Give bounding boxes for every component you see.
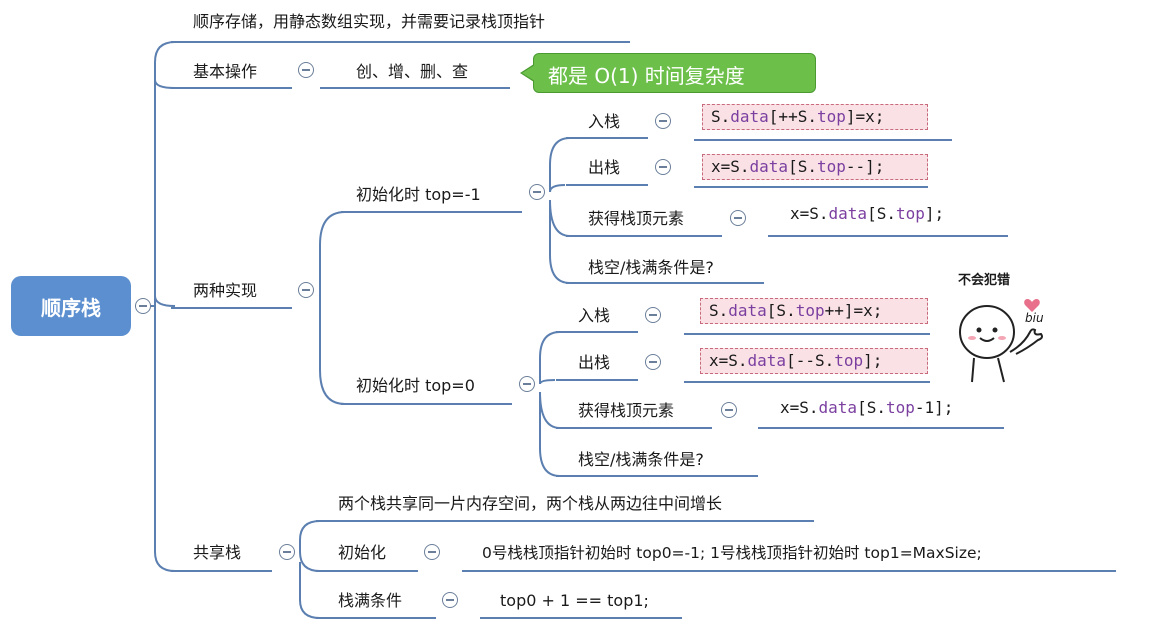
zero-pop-node[interactable]: 出栈 xyxy=(578,353,611,372)
zero-pop-collapse-icon[interactable] xyxy=(645,354,661,370)
sticker-caption: 不会犯错 xyxy=(958,273,1011,288)
storage-note: 顺序存储，用静态数组实现，并需要记录栈顶指针 xyxy=(193,12,546,31)
zero-push-collapse-icon[interactable] xyxy=(645,307,661,323)
neg1-gettop-code: x=S.data[S.top]; xyxy=(790,204,945,223)
shared-full-collapse-icon[interactable] xyxy=(442,592,458,608)
zero-push-node[interactable]: 入栈 xyxy=(578,306,611,325)
neg1-gettop-collapse-icon[interactable] xyxy=(730,210,746,226)
init-0-collapse-icon[interactable] xyxy=(519,376,535,392)
zero-gettop-node[interactable]: 获得栈顶元素 xyxy=(578,401,675,420)
shared-init-node[interactable]: 初始化 xyxy=(338,543,387,562)
basic-ops-node[interactable]: 基本操作 xyxy=(193,62,258,81)
neg1-gettop-node[interactable]: 获得栈顶元素 xyxy=(588,209,685,228)
init-neg1-node[interactable]: 初始化时 top=-1 xyxy=(356,185,481,204)
smiley-sticker xyxy=(959,298,1043,383)
neg1-pop-code: x=S.data[S.top--]; xyxy=(702,154,928,180)
neg1-empty-full-node[interactable]: 栈空/栈满条件是? xyxy=(588,258,714,277)
neg1-push-collapse-icon[interactable] xyxy=(655,113,671,129)
neg1-push-node[interactable]: 入栈 xyxy=(588,112,621,131)
zero-push-code: S.data[S.top++]=x; xyxy=(700,298,928,324)
shared-desc: 两个栈共享同一片内存空间，两个栈从两边往中间增长 xyxy=(338,494,723,513)
basic-ops-collapse-icon[interactable] xyxy=(298,62,314,78)
root-node[interactable]: 顺序栈 xyxy=(11,276,131,336)
shared-full-node[interactable]: 栈满条件 xyxy=(338,591,403,610)
neg1-push-code: S.data[++S.top]=x; xyxy=(702,104,928,130)
two-impl-collapse-icon[interactable] xyxy=(298,282,314,298)
init-0-node[interactable]: 初始化时 top=0 xyxy=(356,376,475,395)
root-collapse-icon[interactable] xyxy=(135,298,151,314)
init-neg1-collapse-icon[interactable] xyxy=(529,184,545,200)
zero-empty-full-node[interactable]: 栈空/栈满条件是? xyxy=(578,450,704,469)
basic-ops-list: 创、增、删、查 xyxy=(356,62,469,81)
neg1-pop-collapse-icon[interactable] xyxy=(655,159,671,175)
neg1-pop-node[interactable]: 出栈 xyxy=(588,158,621,177)
shared-node[interactable]: 共享栈 xyxy=(193,543,242,562)
zero-pop-code: x=S.data[--S.top]; xyxy=(700,348,928,374)
shared-init-value: 0号栈栈顶指针初始时 top0=-1; 1号栈栈顶指针初始时 top1=MaxS… xyxy=(482,544,982,562)
shared-collapse-icon[interactable] xyxy=(279,544,295,560)
sticker-biu: biu xyxy=(1025,311,1044,325)
complexity-callout: 都是 O(1) 时间复杂度 xyxy=(520,53,816,93)
shared-full-value: top0 + 1 == top1; xyxy=(500,591,649,610)
shared-init-collapse-icon[interactable] xyxy=(424,544,440,560)
zero-gettop-collapse-icon[interactable] xyxy=(721,402,737,418)
two-impl-node[interactable]: 两种实现 xyxy=(193,281,258,300)
zero-gettop-code: x=S.data[S.top-1]; xyxy=(780,398,954,417)
